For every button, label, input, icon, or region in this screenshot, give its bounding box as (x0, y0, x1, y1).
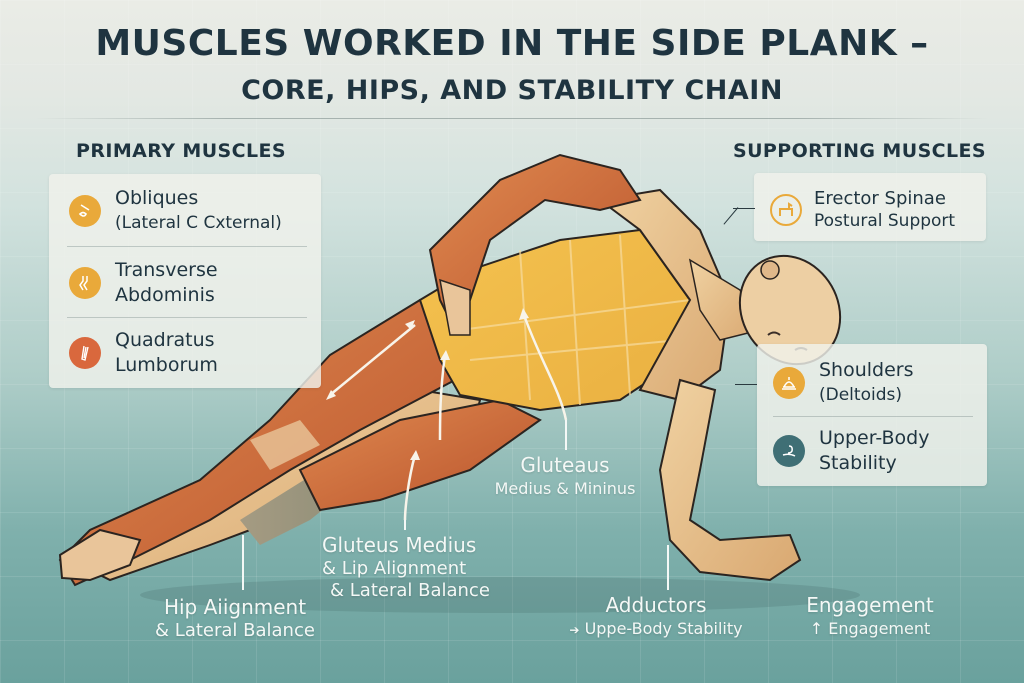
primary-muscles-heading: PRIMARY MUSCLES (76, 140, 286, 162)
label-sub: & Lateral Balance (330, 580, 490, 601)
label-sub: Engagement (828, 619, 931, 638)
card-divider (67, 317, 307, 318)
arrow-up-icon: ↑ (809, 619, 824, 638)
item-name: Obliques (115, 187, 199, 209)
flexed-arm-icon (773, 435, 805, 467)
label-adductors: Adductors ➔ Uppe-Body Stability (556, 592, 756, 641)
label-gluteaus-medius-minimus: Gluteaus Medius & Mininus (470, 452, 660, 500)
item-detail: Lumborum (115, 354, 218, 376)
spine-arch-icon (770, 194, 802, 226)
label-sub-row: ➔ Uppe-Body Stability (556, 618, 756, 641)
item-detail: Abdominis (115, 284, 215, 306)
item-name: Upper-Body (819, 427, 930, 449)
label-sub: Medius & Mininus (494, 479, 636, 498)
primary-item-obliques[interactable]: Obliques (Lateral C Cxternal) (69, 186, 321, 236)
primary-item-quadratus-lumborum[interactable]: Quadratus Lumborum (69, 328, 321, 378)
item-detail: (Lateral C Cxternal) (115, 213, 282, 233)
connector-line (733, 208, 755, 209)
arrow-right-icon: ➔ (569, 623, 580, 637)
card-divider (67, 246, 307, 247)
label-main: Hip Aiignment (163, 595, 307, 619)
title-line-2: CORE, HIPS, AND STABILITY CHAIN (241, 75, 783, 106)
primary-muscles-card: Obliques (Lateral C Cxternal) Transverse… (49, 174, 321, 388)
item-name: Transverse (115, 259, 218, 281)
supporting-item-erector-spinae[interactable]: Erector Spinae Postural Support (770, 187, 986, 233)
label-main: Adductors (605, 593, 707, 617)
primary-item-transverse-abdominis[interactable]: Transverse Abdominis (69, 258, 321, 308)
oblique-muscle-icon (69, 195, 101, 227)
supporting-card-erector-spinae[interactable]: Erector Spinae Postural Support (754, 173, 986, 241)
item-detail: Stability (819, 452, 897, 474)
label-main: Engagement (806, 593, 934, 617)
item-name: Quadratus (115, 329, 215, 351)
transverse-abdominis-icon (69, 267, 101, 299)
page-title: MUSCLES WORKED IN THE SIDE PLANK – CORE,… (0, 22, 1024, 110)
label-sub: & Lateral Balance (155, 620, 315, 641)
card-divider (773, 416, 973, 417)
label-main: Gluteaus (520, 453, 610, 477)
item-name: Shoulders (819, 359, 914, 381)
label-engagement: Engagement ↑ Engagement (790, 592, 950, 640)
title-divider (36, 118, 988, 119)
label-sub: Uppe-Body Stability (584, 619, 743, 638)
item-detail: (Deltoids) (819, 385, 902, 405)
label-gluteus-medius: Gluteus Medius & Lip Alignment & Lateral… (322, 532, 502, 602)
supporting-item-upper-body-stability[interactable]: Upper-Body Stability (773, 426, 987, 476)
label-hip-alignment: Hip Aiignment & Lateral Balance (140, 594, 330, 642)
item-detail: Postural Support (814, 211, 956, 231)
label-sub: & Lip Alignment (322, 558, 467, 579)
label-main: Gluteus Medius (322, 533, 477, 557)
title-line-1: MUSCLES WORKED IN THE SIDE PLANK – (95, 23, 929, 64)
connector-line (735, 384, 757, 385)
label-sub-row: ↑ Engagement (790, 618, 950, 640)
quadratus-lumborum-icon (69, 337, 101, 369)
shoulder-dome-icon (773, 367, 805, 399)
supporting-item-shoulders[interactable]: Shoulders (Deltoids) (773, 358, 987, 408)
item-name: Erector Spinae (814, 188, 946, 209)
supporting-muscles-card: Shoulders (Deltoids) Upper-Body Stabilit… (757, 344, 987, 486)
supporting-muscles-heading: SUPPORTING MUSCLES (733, 140, 986, 162)
